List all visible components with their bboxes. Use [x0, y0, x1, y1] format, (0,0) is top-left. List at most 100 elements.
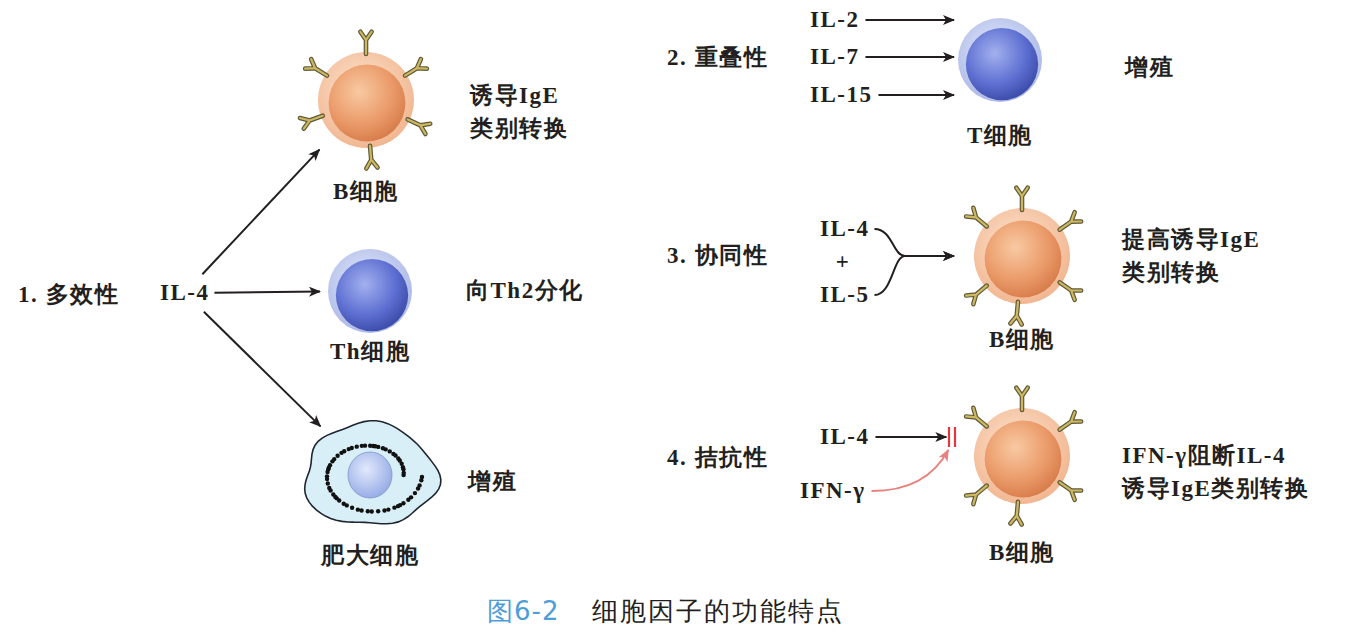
granule	[326, 481, 330, 485]
arrow-connector	[865, 56, 954, 58]
antibody	[1060, 212, 1081, 229]
cell-membrane	[318, 52, 414, 148]
antibody	[966, 486, 987, 505]
granule	[409, 495, 413, 499]
granule	[373, 444, 377, 448]
cytokine-term: IFN-γ	[800, 477, 866, 505]
granule	[420, 475, 424, 479]
antibody	[1060, 412, 1081, 429]
cell-membrane	[328, 249, 412, 333]
t-cell: T细胞	[958, 18, 1042, 102]
cytokine-term: IL-15	[810, 81, 872, 109]
effect-note: IFN-γ阻断IL-4 诱导IgE类别转换	[1122, 439, 1313, 506]
cell-body	[985, 421, 1062, 498]
granule	[347, 447, 351, 451]
section-heading: 1. 多效性	[18, 278, 119, 311]
cell-shape	[958, 18, 1042, 102]
cell-nucleus	[348, 452, 392, 498]
antibody-outline	[1060, 482, 1081, 499]
cell-nucleus	[336, 259, 408, 331]
granule	[417, 483, 421, 487]
b-cell: B细胞	[318, 52, 414, 148]
antibody	[405, 59, 427, 76]
cell-membrane	[974, 208, 1070, 304]
antibody	[366, 146, 377, 169]
antibody-outline	[405, 59, 427, 76]
cell-membrane	[974, 408, 1070, 504]
granule	[333, 495, 337, 499]
antibody-outline	[1060, 412, 1081, 429]
cytokine-name: IL-4	[820, 423, 869, 451]
cell-name: B细胞	[333, 178, 399, 206]
plus-sign: +	[836, 245, 851, 278]
cytokine-name: IL-4	[160, 279, 209, 307]
cell-name: B细胞	[989, 326, 1055, 354]
antibody	[1010, 302, 1021, 325]
granule	[328, 488, 332, 492]
cell-shape	[974, 408, 1070, 504]
cytokine-term: IL-5	[820, 281, 869, 309]
antibody	[966, 408, 987, 427]
effect-note: 增殖	[1125, 51, 1174, 84]
cell-shape	[300, 420, 440, 530]
granule	[376, 509, 380, 513]
cytokine-name: IFN-γ	[800, 477, 866, 505]
cytokine-name: IL-15	[810, 81, 872, 109]
t-cell: Th细胞	[328, 249, 412, 333]
arrow-connector	[214, 292, 320, 293]
arrow-connector	[874, 229, 954, 256]
figure-number: 图6-2	[487, 593, 559, 631]
granule	[337, 498, 341, 502]
arrow-connector	[204, 312, 321, 427]
cytokine-name: IL-4	[820, 215, 869, 243]
arrow-connector	[878, 94, 954, 96]
antibody	[360, 32, 371, 54]
granule	[350, 506, 354, 510]
granule	[388, 449, 392, 453]
antibody-outline	[408, 119, 431, 134]
antibody	[1010, 502, 1021, 525]
block-bar	[954, 427, 956, 447]
antibody	[300, 116, 323, 129]
antibody	[1060, 482, 1081, 499]
antibody-outline	[966, 286, 987, 305]
cytokine-term: IL-2	[810, 6, 859, 34]
antibody-outline	[1010, 302, 1021, 325]
arrow-connector	[202, 150, 319, 275]
cell-membrane	[958, 18, 1042, 102]
b-cell: B细胞	[974, 208, 1070, 304]
granule	[368, 443, 372, 447]
cytokine-term: IL-4	[160, 279, 209, 307]
antibody-outline	[300, 116, 323, 129]
antibody-outline	[305, 59, 327, 76]
cytokine-name: IL-2	[810, 6, 859, 34]
granule	[359, 508, 363, 512]
b-cell: B细胞	[974, 408, 1070, 504]
edge-group	[202, 20, 954, 491]
cell-body	[329, 65, 406, 142]
granule	[360, 444, 364, 448]
section-heading: 4. 拮抗性	[667, 441, 768, 474]
cell-shape	[974, 208, 1070, 304]
antibody	[1016, 388, 1027, 410]
block-bar	[948, 427, 950, 447]
inhibition-arrow	[872, 450, 949, 491]
granule	[381, 446, 385, 450]
antibody	[408, 119, 431, 134]
granule	[366, 509, 370, 513]
effect-note: 向Th2分化	[466, 274, 584, 307]
antibody-outline	[1016, 388, 1027, 410]
granule	[330, 459, 334, 463]
granule	[386, 507, 390, 511]
antibody-outline	[1010, 502, 1021, 525]
antibody-outline	[966, 486, 987, 505]
cell-shape	[328, 249, 412, 333]
cell-body	[985, 221, 1062, 298]
antibody-outline	[1060, 282, 1081, 299]
cell-name: B细胞	[989, 539, 1055, 567]
antibody-outline	[1060, 212, 1081, 229]
antibody	[1060, 282, 1081, 299]
granule	[413, 491, 417, 495]
